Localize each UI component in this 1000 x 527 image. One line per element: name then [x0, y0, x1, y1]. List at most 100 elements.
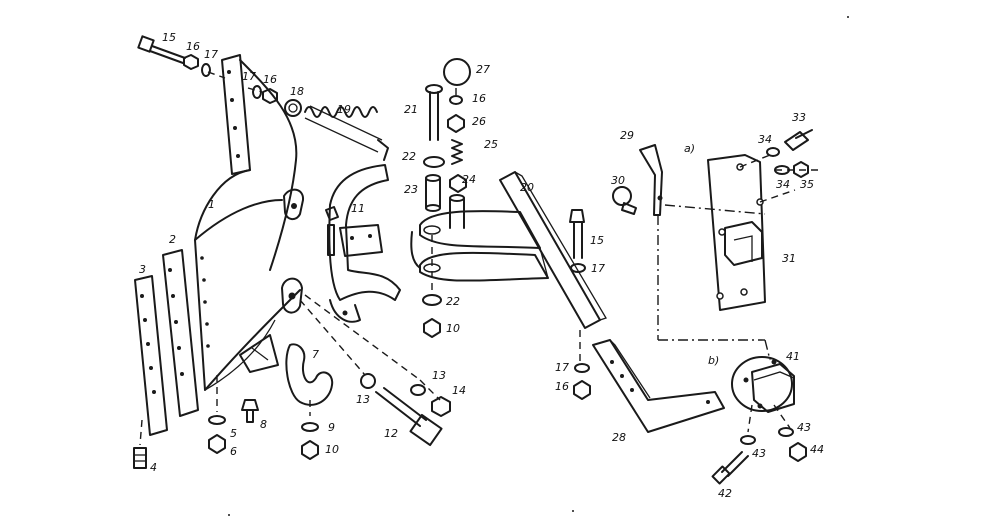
label-22-top: 22: [402, 150, 416, 163]
bolt-part-4: [133, 447, 147, 469]
label-16-centre: 16: [472, 92, 486, 105]
label-10-centre: 10: [446, 322, 460, 335]
label-15-centre: 15: [590, 234, 604, 247]
nut-part-44: [789, 442, 807, 462]
label-3: 3: [139, 263, 146, 276]
label-29: 29: [620, 129, 634, 142]
bracket-part-11: [325, 164, 401, 323]
label-10-left: 10: [325, 443, 339, 456]
label-43-right: 43: [797, 421, 811, 434]
label-7: 7: [312, 348, 319, 361]
label-2: 2: [169, 233, 176, 246]
angle-bar-part-28: [592, 339, 725, 433]
spring-part-25: [451, 139, 463, 165]
label-44: 44: [810, 443, 824, 456]
label-34-top: 34: [758, 133, 772, 146]
washer-part-16-centre: [449, 95, 463, 105]
nut-part-16-lower: [573, 380, 591, 400]
washer-part-9: [301, 422, 319, 432]
washer-part-22-top: [423, 156, 445, 168]
washer-part-22-bottom: [422, 294, 442, 306]
nut-part-16-mid: [262, 88, 278, 104]
flange-part-41: [731, 356, 795, 413]
label-16-upper: 16: [263, 73, 277, 86]
part-labels: 15 16 17 17 16 18 19 1 2 3 4 5 6 8 7 9 1…: [139, 31, 824, 500]
nut-part-6: [208, 434, 226, 454]
label-34-mid: 34: [776, 178, 790, 191]
label-variant-b: b): [708, 354, 719, 367]
spring-part-19: [304, 105, 389, 161]
nut-part-10-centre: [423, 318, 441, 338]
label-27: 27: [476, 63, 490, 76]
label-42: 42: [718, 487, 732, 500]
bolt-part-15-centre: [569, 209, 585, 259]
bolt-part-21: [425, 84, 443, 141]
sleeve-part-23: [425, 174, 441, 212]
washer-part-17-centre: [570, 263, 586, 273]
nut-part-35: [793, 161, 809, 178]
washer-part-13-right: [410, 384, 426, 396]
label-12: 12: [384, 427, 398, 440]
washer-part-17-top: [201, 63, 211, 77]
clip-part-7: [285, 343, 334, 406]
bolt-part-8: [241, 399, 259, 423]
bolt-part-42: [711, 451, 749, 485]
label-13-right: 13: [432, 369, 446, 382]
label-26: 26: [472, 115, 486, 128]
blade-strip-part-3: [134, 275, 168, 436]
label-1: 1: [208, 198, 215, 211]
rod-part-29: [639, 144, 663, 216]
label-8: 8: [260, 418, 267, 431]
washer-part-43-left: [740, 435, 756, 445]
pin-part-30: [612, 186, 637, 215]
washer-part-43-right: [778, 427, 794, 437]
label-25: 25: [484, 138, 498, 151]
label-14: 14: [452, 384, 466, 397]
label-5: 5: [230, 427, 237, 440]
washer-part-17-lower: [574, 363, 590, 373]
label-21: 21: [404, 103, 418, 116]
label-24: 24: [462, 173, 476, 186]
mouldboard-part-1: [194, 54, 305, 391]
assembly-line-bolt-4: [139, 419, 143, 446]
label-33: 33: [792, 111, 806, 124]
plate-part-31: [707, 154, 766, 311]
label-16-lower: 16: [555, 380, 569, 393]
washer-part-5: [208, 415, 226, 425]
ring-part-18: [284, 99, 302, 117]
frame-part-20: [410, 171, 607, 329]
label-13-left: 13: [356, 393, 370, 406]
washer-part-34-top: [766, 147, 780, 157]
nut-part-16-top: [183, 54, 199, 70]
label-17-centre: 17: [591, 262, 605, 275]
label-43-left: 43: [752, 447, 766, 460]
label-23: 23: [404, 183, 418, 196]
label-17-lower: 17: [555, 361, 569, 374]
bolt-part-33: [784, 129, 813, 151]
nut-part-26: [447, 114, 465, 133]
label-19: 19: [337, 103, 351, 116]
label-4: 4: [150, 461, 157, 474]
ball-part-27: [443, 58, 471, 86]
label-22-bottom: 22: [446, 295, 460, 308]
washer-part-34-mid: [774, 165, 790, 175]
washer-part-17-mid: [252, 85, 262, 99]
bolt-part-12: [375, 387, 443, 447]
label-30: 30: [611, 174, 625, 187]
label-17-topleft: 17: [204, 48, 218, 61]
label-6: 6: [230, 445, 237, 458]
nut-part-14-left: [431, 396, 451, 417]
nut-part-10-left: [301, 440, 319, 460]
label-16-topleft: 16: [186, 40, 200, 53]
blade-strip-part-2: [162, 249, 199, 417]
label-28: 28: [612, 431, 626, 444]
label-20: 20: [520, 181, 534, 194]
label-9: 9: [328, 421, 335, 434]
label-18: 18: [290, 85, 304, 98]
bolt-part-15-left: [137, 35, 186, 64]
label-15-topleft: 15: [162, 31, 176, 44]
label-17-upper: 17: [242, 70, 256, 83]
label-variant-a: a): [684, 142, 695, 155]
